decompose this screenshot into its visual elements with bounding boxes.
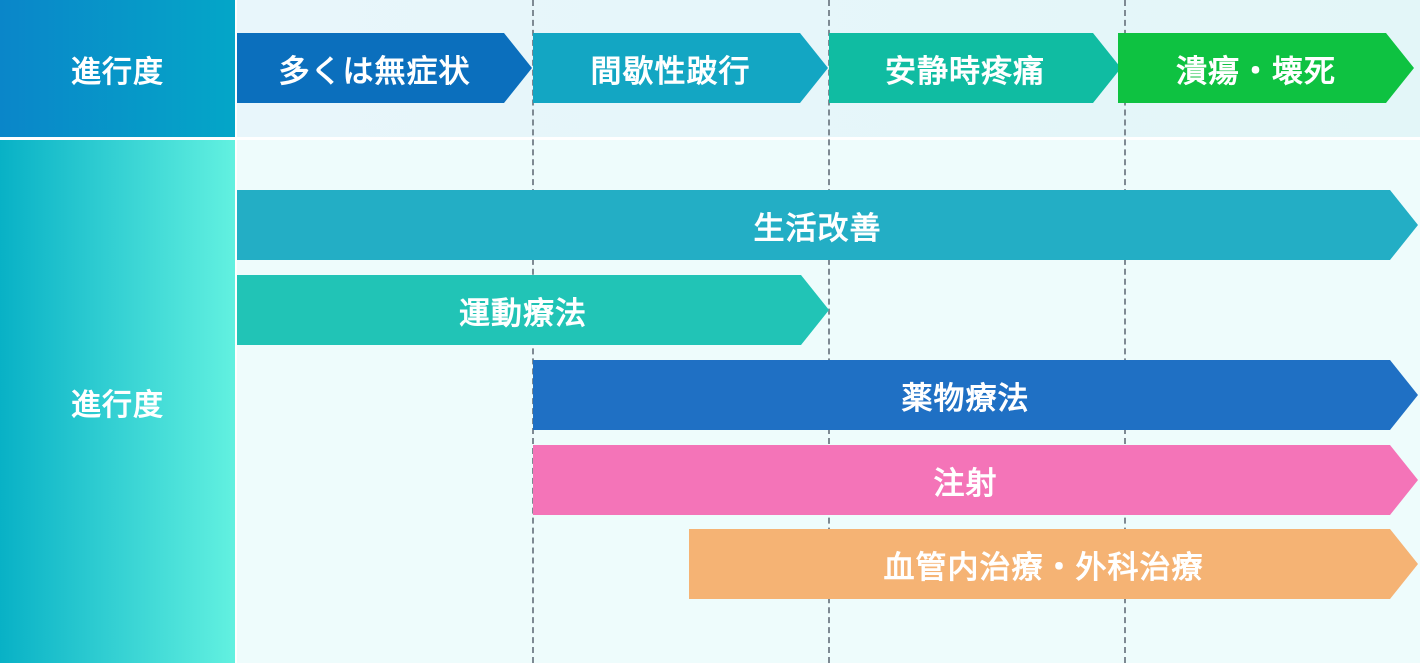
stage-arrow-ulcer-necrosis: 潰瘍・壊死 — [1118, 33, 1414, 103]
treatment-label-endovascular-surgery: 血管内治療・外科治療 — [883, 549, 1204, 586]
treatment-arrow-medication: 薬物療法 — [533, 360, 1418, 430]
treatment-label-injection: 注射 — [933, 465, 998, 502]
treatment-arrow-exercise: 運動療法 — [237, 275, 829, 345]
progression-header-top-label: 進行度 — [71, 54, 164, 90]
stage-arrow-claudication: 間歇性跛行 — [533, 33, 828, 103]
treatment-label-lifestyle: 生活改善 — [753, 210, 882, 247]
stage-arrow-asymptomatic: 多くは無症状 — [237, 33, 532, 103]
progression-header-bottom: 進行度 — [0, 140, 235, 663]
treatment-arrow-endovascular-surgery: 血管内治療・外科治療 — [689, 529, 1418, 599]
treatment-label-medication: 薬物療法 — [901, 380, 1030, 417]
treatment-arrow-lifestyle: 生活改善 — [237, 190, 1418, 260]
progression-header-bottom-label: 進行度 — [71, 387, 164, 423]
stage-divider-2 — [828, 0, 830, 663]
stage-label-claudication: 間歇性跛行 — [590, 53, 751, 90]
treatment-arrow-injection: 注射 — [533, 445, 1418, 515]
stage-divider-3 — [1124, 0, 1126, 663]
progression-header-top: 進行度 — [0, 0, 235, 137]
treatment-label-exercise: 運動療法 — [459, 295, 587, 332]
stage-arrow-rest-pain: 安静時疼痛 — [829, 33, 1121, 103]
stage-label-rest-pain: 安静時疼痛 — [885, 53, 1045, 90]
stage-label-ulcer-necrosis: 潰瘍・壊死 — [1176, 53, 1336, 90]
stage-label-asymptomatic: 多くは無症状 — [278, 53, 471, 90]
